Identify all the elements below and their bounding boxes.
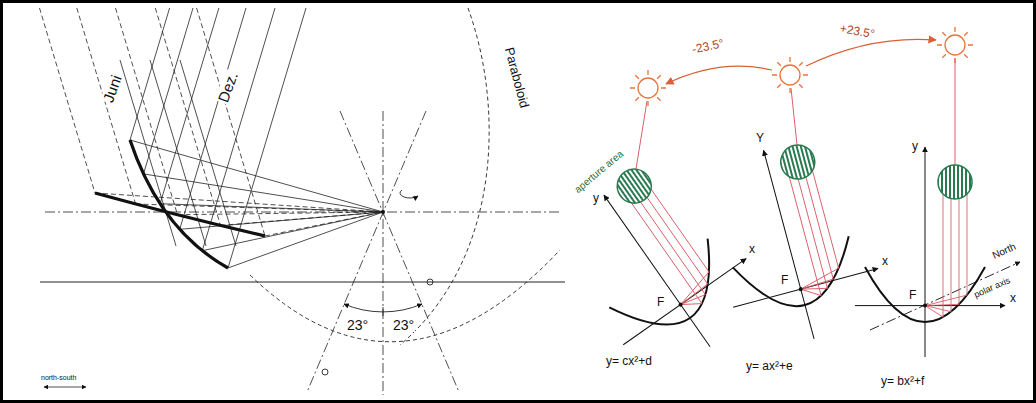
parabolic-trough xyxy=(617,189,715,305)
sun-rays-december xyxy=(144,174,384,212)
left-geometry xyxy=(427,279,433,285)
axis-label: y xyxy=(592,192,600,204)
formula-label: y= bx²+f xyxy=(880,375,925,387)
sun-rays-june xyxy=(40,8,96,193)
axis-label: x xyxy=(748,243,756,255)
formula-label: y= cx²+d xyxy=(605,355,653,367)
sun-rays-december xyxy=(120,8,383,268)
sun-rays-december xyxy=(130,8,170,140)
parabolic-trough xyxy=(925,199,951,312)
sun-rays-june xyxy=(95,193,383,212)
formula-label: y= ax²+e xyxy=(745,360,794,372)
axis-label: x xyxy=(1009,292,1017,304)
month-label: Dez. xyxy=(215,69,240,105)
season-arrow xyxy=(666,66,772,84)
left-geometry xyxy=(400,190,418,198)
left-geometry xyxy=(307,111,426,392)
parabolic-trough xyxy=(604,195,710,347)
sun-rays-june xyxy=(136,204,383,212)
left-geometry xyxy=(40,8,565,395)
season-arrow xyxy=(806,39,936,66)
axis-label: Y xyxy=(755,132,765,144)
sun-symbol xyxy=(937,27,973,63)
parabolic-trough xyxy=(772,170,841,289)
axis-label: x xyxy=(881,255,889,267)
sun-rays-december xyxy=(160,8,219,204)
sun-symbol xyxy=(945,35,965,55)
curve-label: Paraboloid xyxy=(502,45,531,110)
parabolic-trough xyxy=(619,202,705,310)
angle-label: -23.5° xyxy=(690,37,726,56)
sun-ray xyxy=(791,88,797,145)
left-geometry xyxy=(40,282,565,283)
parabolic-trough xyxy=(925,194,967,306)
sun-rays-december xyxy=(180,8,246,229)
sun-rays-june xyxy=(265,212,383,236)
sun-rays-december xyxy=(120,60,176,246)
sun-rays-december xyxy=(150,60,206,246)
angle-label: 23° xyxy=(392,318,415,332)
sun-symbol xyxy=(937,27,973,63)
angle-label: 23° xyxy=(346,318,369,332)
polar-axis xyxy=(870,262,1020,330)
left-geometry xyxy=(250,250,560,342)
sun-rays-june xyxy=(77,8,136,204)
left-geometry xyxy=(383,111,384,395)
sun-rays-june xyxy=(155,8,220,225)
direction-label: north-south xyxy=(40,374,77,381)
angle-label: +23.5° xyxy=(838,22,877,40)
sun-rays-december xyxy=(144,8,194,174)
parabolic-trough xyxy=(617,189,722,314)
sun-ray xyxy=(955,58,956,165)
left-geometry xyxy=(45,212,560,213)
sun-symbol xyxy=(772,57,808,93)
sun-symbol xyxy=(772,57,808,93)
left-geometry xyxy=(340,111,459,392)
parabolic-trough xyxy=(773,177,834,289)
parabolic-trough xyxy=(798,287,803,292)
parabolic-trough xyxy=(611,162,658,209)
left-geometry xyxy=(322,369,328,375)
month-label: Juni xyxy=(100,72,124,105)
sun-rays-june xyxy=(116,8,178,215)
focus-label: F xyxy=(656,296,665,308)
parabolic-trough xyxy=(696,130,891,357)
sun-rays-december xyxy=(228,212,383,268)
parabolic-trough xyxy=(925,194,967,317)
parabolic-trough xyxy=(678,302,684,308)
reflector-curve xyxy=(130,140,228,268)
left-geometry xyxy=(400,8,489,345)
sun-symbol xyxy=(638,78,658,98)
parabolic-trough xyxy=(925,199,959,306)
sun-symbol xyxy=(630,70,666,106)
parabolic-trough xyxy=(925,194,943,317)
parabolic-trough xyxy=(923,304,927,308)
left-geometry xyxy=(383,307,384,316)
parabolic-trough xyxy=(543,144,776,387)
parabolic-trough xyxy=(925,147,926,357)
parabolic-trough xyxy=(777,141,819,183)
sun-symbol xyxy=(780,65,800,85)
sun-rays-june xyxy=(40,8,384,236)
sun-ray xyxy=(636,101,647,169)
direction-label: North xyxy=(990,241,1018,261)
focus-point xyxy=(381,210,385,214)
focus-label: F xyxy=(908,289,917,301)
parabolic-trough xyxy=(855,147,1005,357)
axis-label: y xyxy=(911,140,919,152)
sun-symbol xyxy=(630,27,973,106)
sun-symbol xyxy=(630,70,666,106)
left-geometry xyxy=(44,387,86,388)
parabolic-trough xyxy=(617,203,702,314)
sun-rays-june xyxy=(221,212,384,225)
reflector-curve xyxy=(95,140,265,268)
sun-rays-december xyxy=(130,140,383,212)
focus-label: F xyxy=(780,274,789,286)
parabolic-trough xyxy=(938,165,972,199)
parabolic-trough xyxy=(772,170,844,300)
